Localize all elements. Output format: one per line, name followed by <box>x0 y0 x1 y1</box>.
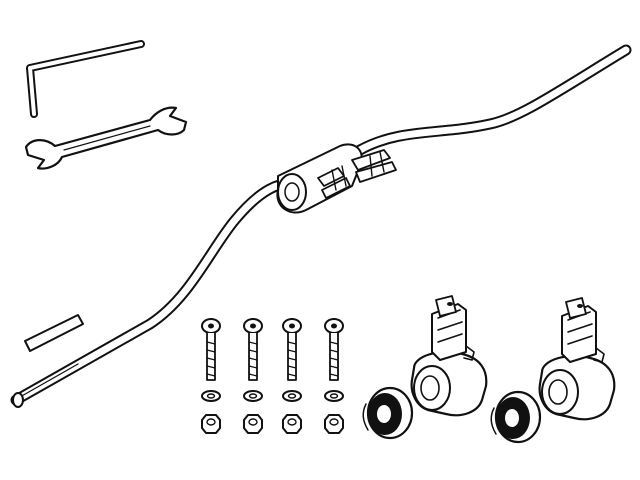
washer <box>324 390 344 402</box>
bolt <box>201 318 221 381</box>
washer <box>201 390 221 402</box>
end-link-bracket <box>538 297 616 421</box>
washer <box>243 390 263 402</box>
nut <box>243 414 263 434</box>
bolt <box>324 318 344 381</box>
nut <box>324 414 344 434</box>
end-link-bracket <box>410 295 488 417</box>
square-key-bar <box>24 314 84 352</box>
nuts-group <box>201 414 344 434</box>
hex-key <box>26 40 145 118</box>
stabilizer-bar-with-clamp <box>10 44 632 408</box>
washer <box>282 390 302 402</box>
bushing-ring <box>362 386 414 440</box>
bolts-group <box>201 318 344 381</box>
open-end-wrench <box>24 106 188 170</box>
nut <box>201 414 221 434</box>
bolt <box>282 318 302 381</box>
bushing-ring <box>490 390 542 444</box>
washers-group <box>201 390 344 402</box>
bolt <box>243 318 263 381</box>
nut <box>282 414 302 434</box>
